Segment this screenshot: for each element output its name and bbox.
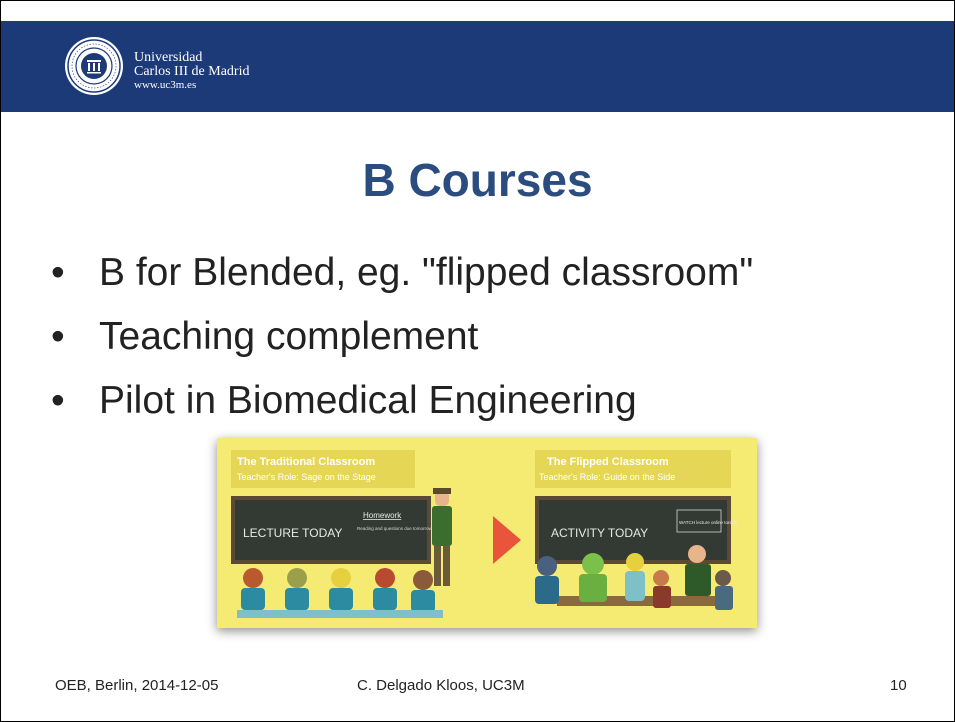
university-header: Universidad Carlos III de Madrid www.uc3… bbox=[1, 21, 954, 112]
right-heading: The Flipped Classroom bbox=[547, 456, 669, 468]
right-subheading: Teacher's Role: Guide on the Side bbox=[539, 472, 675, 482]
bullet-text: B for Blended, eg. "flipped classroom" bbox=[99, 251, 754, 294]
bullet-item: • B for Blended, eg. "flipped classroom" bbox=[51, 251, 753, 315]
university-website: www.uc3m.es bbox=[134, 79, 197, 91]
bullet-dot: • bbox=[51, 315, 65, 358]
footer-author: C. Delgado Kloos, UC3M bbox=[357, 677, 525, 694]
bullet-dot: • bbox=[51, 251, 65, 294]
right-note-box bbox=[676, 509, 722, 533]
university-line-1: Universidad bbox=[134, 50, 203, 65]
flipped-classroom-illustration: The Traditional Classroom Teacher's Role… bbox=[217, 438, 757, 628]
bullet-item: • Pilot in Biomedical Engineering bbox=[51, 379, 753, 443]
bullet-text: Teaching complement bbox=[99, 315, 479, 358]
left-board-text: LECTURE TODAY bbox=[243, 526, 342, 540]
footer-event: OEB, Berlin, 2014-12-05 bbox=[55, 677, 219, 694]
left-chalkboard bbox=[235, 500, 427, 560]
right-board-text: ACTIVITY TODAY bbox=[551, 526, 648, 540]
university-line-2: Carlos III de Madrid bbox=[134, 64, 250, 79]
bullet-text: Pilot in Biomedical Engineering bbox=[99, 379, 637, 422]
homework-title: Homework bbox=[363, 511, 402, 520]
bullet-dot: • bbox=[51, 379, 65, 422]
teacher-figure-left bbox=[432, 488, 452, 586]
homework-text: Reading and questions due tomorrow bbox=[357, 526, 433, 531]
bullet-item: • Teaching complement bbox=[51, 315, 753, 379]
students-right bbox=[535, 545, 733, 610]
students-left bbox=[237, 568, 443, 618]
illustration-svg: The Traditional Classroom Teacher's Role… bbox=[217, 438, 757, 628]
left-heading-box bbox=[231, 450, 415, 488]
footer-page-number: 10 bbox=[890, 677, 907, 694]
transition-arrow-icon bbox=[493, 516, 521, 564]
bullet-list: •B for Blended, eg. "flipped classroom" … bbox=[51, 251, 753, 443]
right-heading-box bbox=[535, 450, 731, 488]
left-subheading: Teacher's Role: Sage on the Stage bbox=[237, 472, 376, 482]
university-seal-logo bbox=[65, 37, 123, 95]
right-note-text: WATCH lecture online tonight bbox=[679, 520, 739, 525]
university-name: Universidad Carlos III de Madrid www.uc3… bbox=[134, 51, 249, 92]
slide-title: B Courses bbox=[362, 154, 593, 206]
left-heading: The Traditional Classroom bbox=[237, 456, 375, 468]
